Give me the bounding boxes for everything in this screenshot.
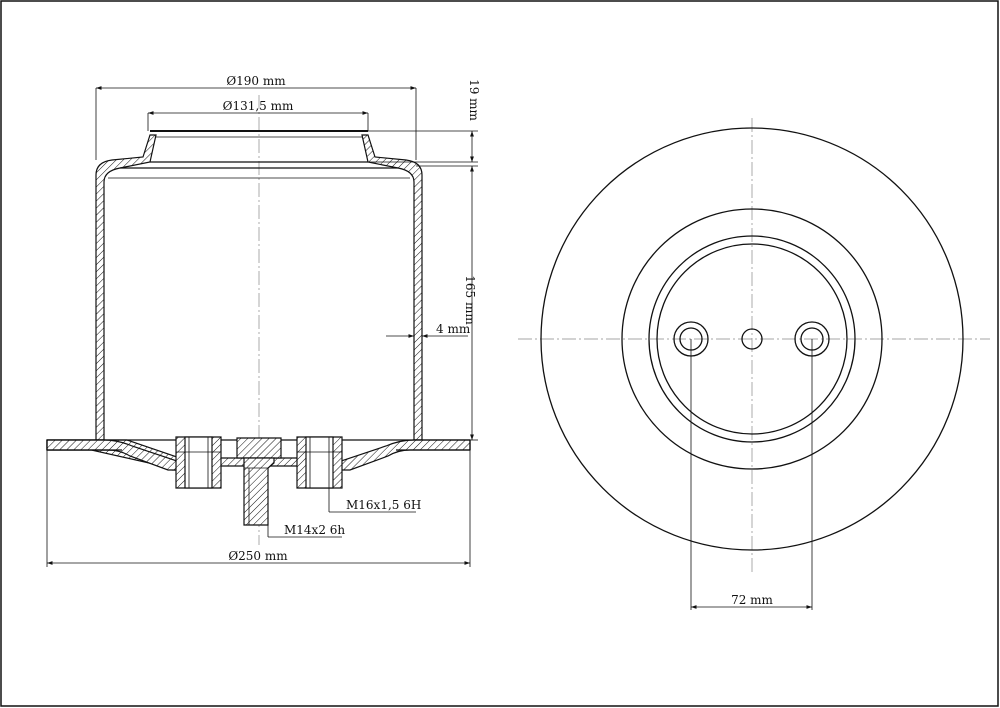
left-boss-bore [184,436,213,489]
plan-neck-circle [656,243,848,435]
dim-base-diameter: Ø250 mm [228,549,288,563]
dim-side-thread: M16x1,5 6H [346,498,421,512]
dim-wall-thickness: 4 mm [436,322,471,336]
plan-view: 72 mm [518,118,990,610]
plan-shoulder-circle [648,235,856,443]
plan-center-stud [741,328,763,350]
dim-center-thread: M14x2 6h [284,523,345,537]
dim-top-outer-diameter: Ø190 mm [226,74,286,88]
floor-center-boss [236,437,282,459]
right-wall-section [361,134,423,441]
dim-neck-diameter: Ø131,5 mm [223,99,294,113]
plan-body-circle [621,208,883,470]
dim-bolt-spacing: 72 mm [731,593,773,607]
right-boss-bore [305,436,334,489]
plan-base-circle [540,127,964,551]
base-right-plate [337,439,471,471]
side-section-view: Ø190 mm Ø131,5 mm 19 mm 165 mm 4 mm M16x… [46,74,481,567]
left-wall-section [95,134,157,441]
dim-body-height: 165 mm [463,275,477,325]
dim-neck-height: 19 mm [467,79,481,121]
